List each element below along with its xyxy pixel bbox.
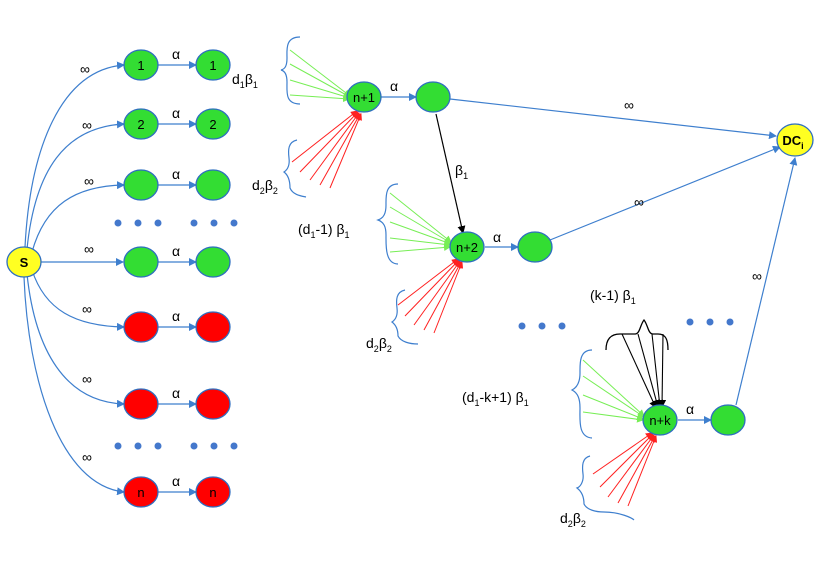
source-edge-7 bbox=[23, 276, 125, 496]
beta-edge bbox=[435, 113, 466, 234]
node-dc-label: DCi bbox=[782, 133, 803, 151]
node-1-right bbox=[195, 49, 231, 81]
left-node-labels: 1 1 2 2 n n bbox=[137, 58, 216, 500]
n-plus-1-rays bbox=[289, 49, 362, 189]
alpha-label-1: α bbox=[172, 46, 180, 62]
node-1-right-label: 1 bbox=[209, 58, 216, 73]
node-n-plus-2 bbox=[449, 231, 485, 263]
beta1-label: β1 bbox=[455, 162, 468, 181]
k-minus-1-beta1-label: (k-1) β1 bbox=[590, 287, 636, 306]
node-red-2-left bbox=[123, 388, 159, 420]
inf-label-5: ∞ bbox=[82, 301, 92, 317]
pair-alpha-labels: α α α α α α α bbox=[172, 46, 180, 489]
n-plus-k-red-brace bbox=[575, 455, 635, 521]
d1-minus-k-plus-1-beta1-label: (d1-k+1) β1 bbox=[462, 389, 529, 408]
node-1-left bbox=[123, 49, 159, 81]
source-node-label: S bbox=[20, 255, 29, 270]
alpha-label-n2: α bbox=[493, 229, 501, 245]
source-edge-6 bbox=[26, 273, 125, 408]
node-red-1-right bbox=[195, 311, 231, 343]
node-n-plus-1-label: n+1 bbox=[353, 90, 375, 105]
node-n-plus-1 bbox=[346, 81, 382, 113]
inf-label-6: ∞ bbox=[82, 371, 92, 387]
node-n-plus-k-out bbox=[710, 404, 746, 436]
d2-beta2-label-mid: d2β2 bbox=[366, 335, 392, 354]
node-n-plus-k bbox=[642, 404, 678, 436]
n-plus-2-green-brace bbox=[376, 183, 399, 265]
node-n-plus-2-out bbox=[517, 231, 553, 263]
alpha-label-6: α bbox=[172, 385, 180, 401]
node-2-right bbox=[195, 108, 231, 140]
alpha-label-n1: α bbox=[390, 78, 398, 94]
node-red-1-left bbox=[123, 311, 159, 343]
n-plus-k-black-brace bbox=[605, 318, 669, 351]
inf-label-1: ∞ bbox=[80, 61, 90, 77]
alpha-label-nk: α bbox=[686, 401, 694, 417]
source-edge-1 bbox=[24, 61, 125, 248]
node-dc bbox=[776, 123, 814, 157]
source-edges bbox=[23, 61, 125, 496]
source-infinity-labels: ∞ ∞ ∞ ∞ ∞ ∞ ∞ bbox=[80, 61, 94, 465]
alpha-label-2: α bbox=[172, 105, 180, 121]
node-green-3-left bbox=[123, 169, 159, 201]
n-plus-2-rays bbox=[389, 192, 464, 334]
d1-beta1-label: d1β1 bbox=[232, 71, 258, 90]
node-n-right-label: n bbox=[209, 485, 216, 500]
inf-label-dc-3: ∞ bbox=[752, 268, 762, 284]
node-n-left bbox=[123, 476, 159, 508]
chain-node-labels: n+1 n+2 n+k bbox=[353, 90, 671, 428]
node-n-left-label: n bbox=[137, 485, 144, 500]
node-1-left-label: 1 bbox=[137, 58, 144, 73]
d2-beta2-label-top: d2β2 bbox=[252, 177, 278, 196]
node-n-plus-1-out bbox=[415, 81, 451, 113]
alpha-label-4: α bbox=[172, 243, 180, 259]
alpha-label-7: α bbox=[172, 473, 180, 489]
n-plus-k-black-rays bbox=[621, 333, 667, 409]
source-edge-3 bbox=[31, 181, 125, 253]
n-plus-2-red-brace bbox=[390, 289, 419, 345]
n-plus-k-rays bbox=[582, 359, 658, 507]
d1-minus-1-beta1-label: (d1-1) β1 bbox=[298, 221, 350, 240]
inf-label-2: ∞ bbox=[82, 117, 92, 133]
node-green-4-left bbox=[123, 246, 159, 278]
node-2-left bbox=[123, 108, 159, 140]
left-nodes bbox=[123, 49, 231, 508]
node-red-2-right bbox=[195, 388, 231, 420]
source-node bbox=[6, 246, 42, 278]
node-n-right bbox=[195, 476, 231, 508]
source-edge-5 bbox=[31, 269, 125, 331]
inf-label-7: ∞ bbox=[82, 449, 92, 465]
inf-label-3: ∞ bbox=[84, 173, 94, 189]
ellipsis-dots bbox=[114, 219, 734, 450]
node-green-4-right bbox=[195, 246, 231, 278]
inf-label-dc-2: ∞ bbox=[634, 194, 644, 210]
node-n-plus-2-label: n+2 bbox=[456, 240, 478, 255]
node-n-plus-k-label: n+k bbox=[649, 413, 671, 428]
source-edge-2 bbox=[26, 120, 125, 250]
pair-edges bbox=[158, 61, 197, 496]
alpha-label-3: α bbox=[172, 166, 180, 182]
inf-label-dc-1: ∞ bbox=[624, 97, 634, 113]
inf-label-4: ∞ bbox=[84, 241, 94, 257]
node-green-3-right bbox=[195, 169, 231, 201]
d2-beta2-label-bottom: d2β2 bbox=[560, 510, 586, 529]
node-2-right-label: 2 bbox=[209, 117, 216, 132]
node-2-left-label: 2 bbox=[137, 117, 144, 132]
n-plus-1-red-brace bbox=[282, 139, 307, 198]
chain-nodes bbox=[346, 81, 814, 436]
chain-edges bbox=[380, 93, 798, 424]
n-plus-k-green-brace bbox=[570, 349, 593, 439]
n-plus-1-green-brace bbox=[280, 36, 301, 105]
alpha-label-5: α bbox=[172, 308, 180, 324]
